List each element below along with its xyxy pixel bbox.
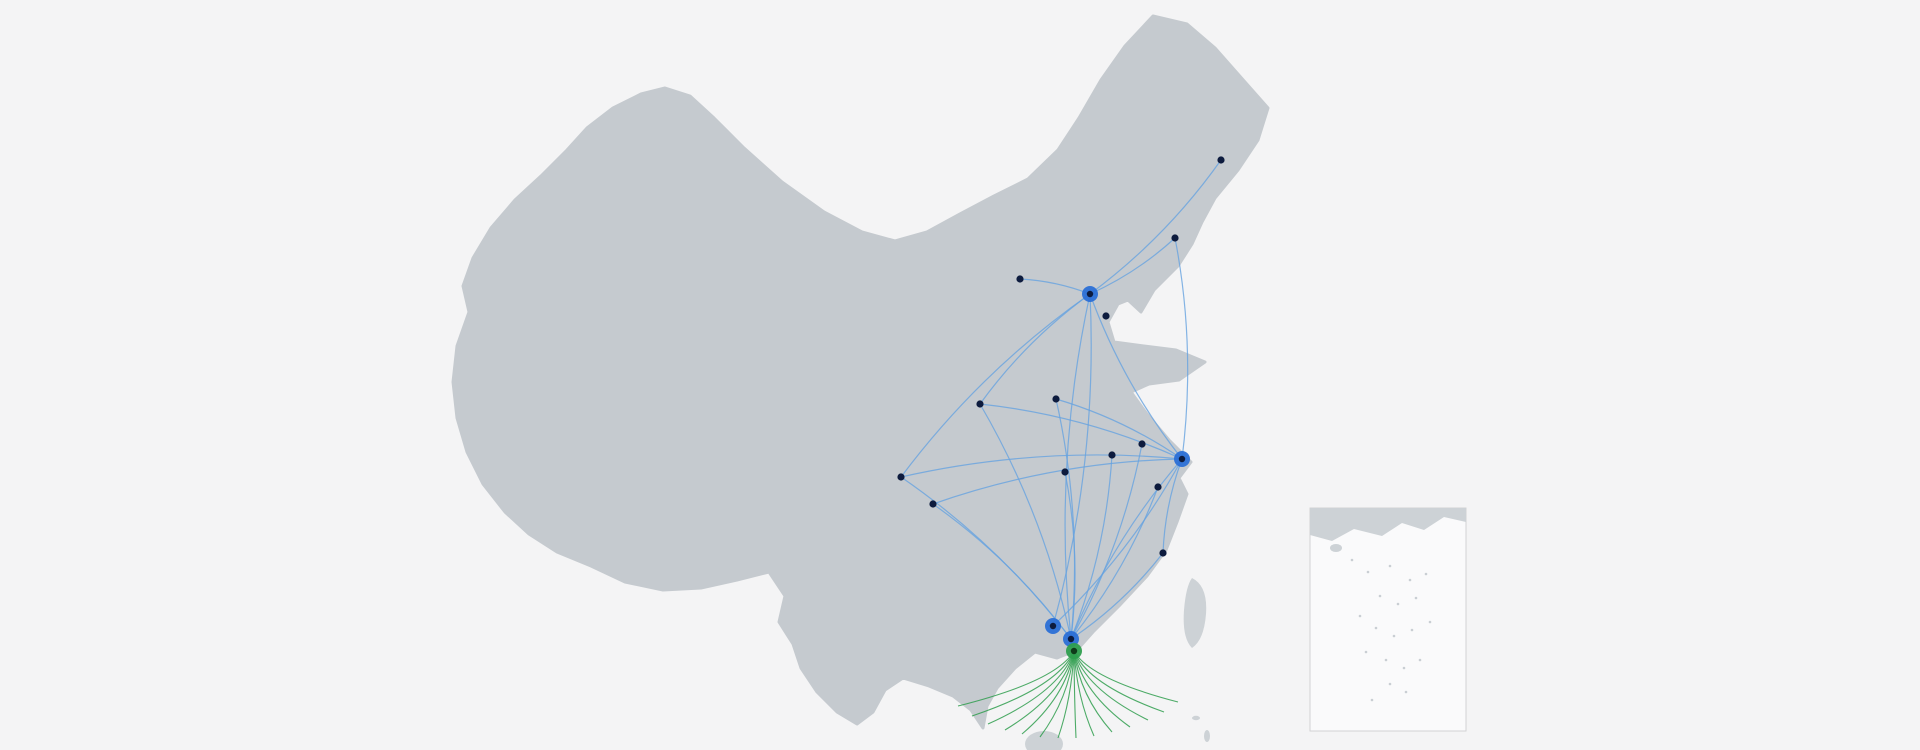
inset-island-dot bbox=[1418, 658, 1422, 662]
china-outline bbox=[451, 14, 1270, 730]
city-dot[interactable] bbox=[1016, 275, 1024, 283]
small-island bbox=[1204, 730, 1210, 742]
inset-island-dot bbox=[1374, 626, 1378, 630]
route-line-green bbox=[1073, 650, 1095, 737]
hub-marker-core bbox=[1049, 622, 1057, 630]
route-line-green bbox=[971, 650, 1075, 717]
china-mainland bbox=[451, 14, 1270, 750]
route-line bbox=[1162, 458, 1183, 554]
route-line bbox=[1070, 454, 1113, 640]
city-dot[interactable] bbox=[1159, 549, 1167, 557]
hainan-island bbox=[1025, 731, 1063, 750]
hub-marker-core bbox=[1086, 290, 1094, 298]
hub-markers bbox=[1045, 286, 1190, 659]
inset-coastline bbox=[1310, 508, 1466, 541]
small-island bbox=[1192, 715, 1200, 721]
city-dot[interactable] bbox=[1171, 234, 1179, 242]
city-dot[interactable] bbox=[1108, 451, 1116, 459]
inset-island-dot bbox=[1396, 602, 1400, 606]
city-dot[interactable] bbox=[929, 500, 937, 508]
route-line-green bbox=[1039, 650, 1075, 738]
route-line bbox=[1052, 293, 1092, 627]
city-dots bbox=[897, 156, 1225, 557]
city-dot[interactable] bbox=[1102, 312, 1110, 320]
city-dot[interactable] bbox=[976, 400, 984, 408]
route-line-green bbox=[987, 650, 1075, 725]
route-line bbox=[979, 403, 1183, 460]
inset-island-dot bbox=[1384, 658, 1388, 662]
inset-island-dot bbox=[1370, 698, 1374, 702]
inset-island-dot bbox=[1424, 572, 1428, 576]
inset-hainan-island bbox=[1330, 544, 1342, 552]
inset-island-dot bbox=[1392, 634, 1396, 638]
route-line-green bbox=[1073, 650, 1165, 713]
city-dot[interactable] bbox=[897, 473, 905, 481]
route-line-green bbox=[1073, 650, 1077, 739]
route-line bbox=[1089, 159, 1222, 295]
inset-island-dot bbox=[1414, 596, 1418, 600]
route-line bbox=[1174, 237, 1189, 460]
route-line-green bbox=[1004, 650, 1075, 731]
route-line bbox=[900, 293, 1091, 478]
route-line bbox=[1070, 458, 1183, 640]
route-line-green bbox=[1021, 650, 1075, 735]
south-china-sea-inset bbox=[1309, 507, 1467, 732]
route-line bbox=[1070, 443, 1143, 640]
route-line-green bbox=[1073, 650, 1131, 728]
inset-island-dot bbox=[1410, 628, 1414, 632]
inset-island-dot bbox=[1428, 620, 1432, 624]
route-line-green bbox=[1073, 650, 1179, 703]
route-line bbox=[979, 403, 1072, 640]
route-line bbox=[932, 458, 1183, 505]
route-line-green bbox=[1057, 650, 1075, 739]
city-dot[interactable] bbox=[1052, 395, 1060, 403]
city-dot[interactable] bbox=[1217, 156, 1225, 164]
route-line bbox=[1064, 471, 1076, 640]
city-dot[interactable] bbox=[1138, 440, 1146, 448]
taiwan-island bbox=[1183, 578, 1207, 648]
route-line bbox=[1089, 237, 1176, 295]
route-line bbox=[900, 454, 1183, 478]
inset-island-dot bbox=[1378, 594, 1382, 598]
route-line bbox=[1070, 552, 1164, 640]
route-line-green bbox=[1073, 650, 1113, 733]
hub-marker-core bbox=[1067, 635, 1075, 643]
route-line bbox=[1089, 293, 1183, 460]
route-line bbox=[1070, 486, 1159, 640]
inset-island-dot bbox=[1408, 578, 1412, 582]
hub-marker-core bbox=[1178, 455, 1186, 463]
inset-island-dot bbox=[1364, 650, 1368, 654]
inset-frame bbox=[1309, 507, 1467, 732]
inset-island-dot bbox=[1366, 570, 1370, 574]
route-line bbox=[1055, 398, 1183, 460]
inset-island-dot bbox=[1388, 564, 1392, 568]
inset-island-dot bbox=[1388, 682, 1392, 686]
inset-island-dots bbox=[1350, 558, 1432, 702]
route-line bbox=[1052, 458, 1183, 627]
route-line-green bbox=[1073, 650, 1149, 721]
city-dot[interactable] bbox=[1061, 468, 1069, 476]
inset-island-dot bbox=[1404, 690, 1408, 694]
inset-island-dot bbox=[1350, 558, 1354, 562]
inset-island-dot bbox=[1402, 666, 1406, 670]
route-line-green bbox=[957, 650, 1075, 707]
route-line bbox=[1064, 293, 1091, 640]
inset-island-dot bbox=[1358, 614, 1362, 618]
green-hub-marker-core bbox=[1070, 647, 1078, 655]
city-dot[interactable] bbox=[1154, 483, 1162, 491]
